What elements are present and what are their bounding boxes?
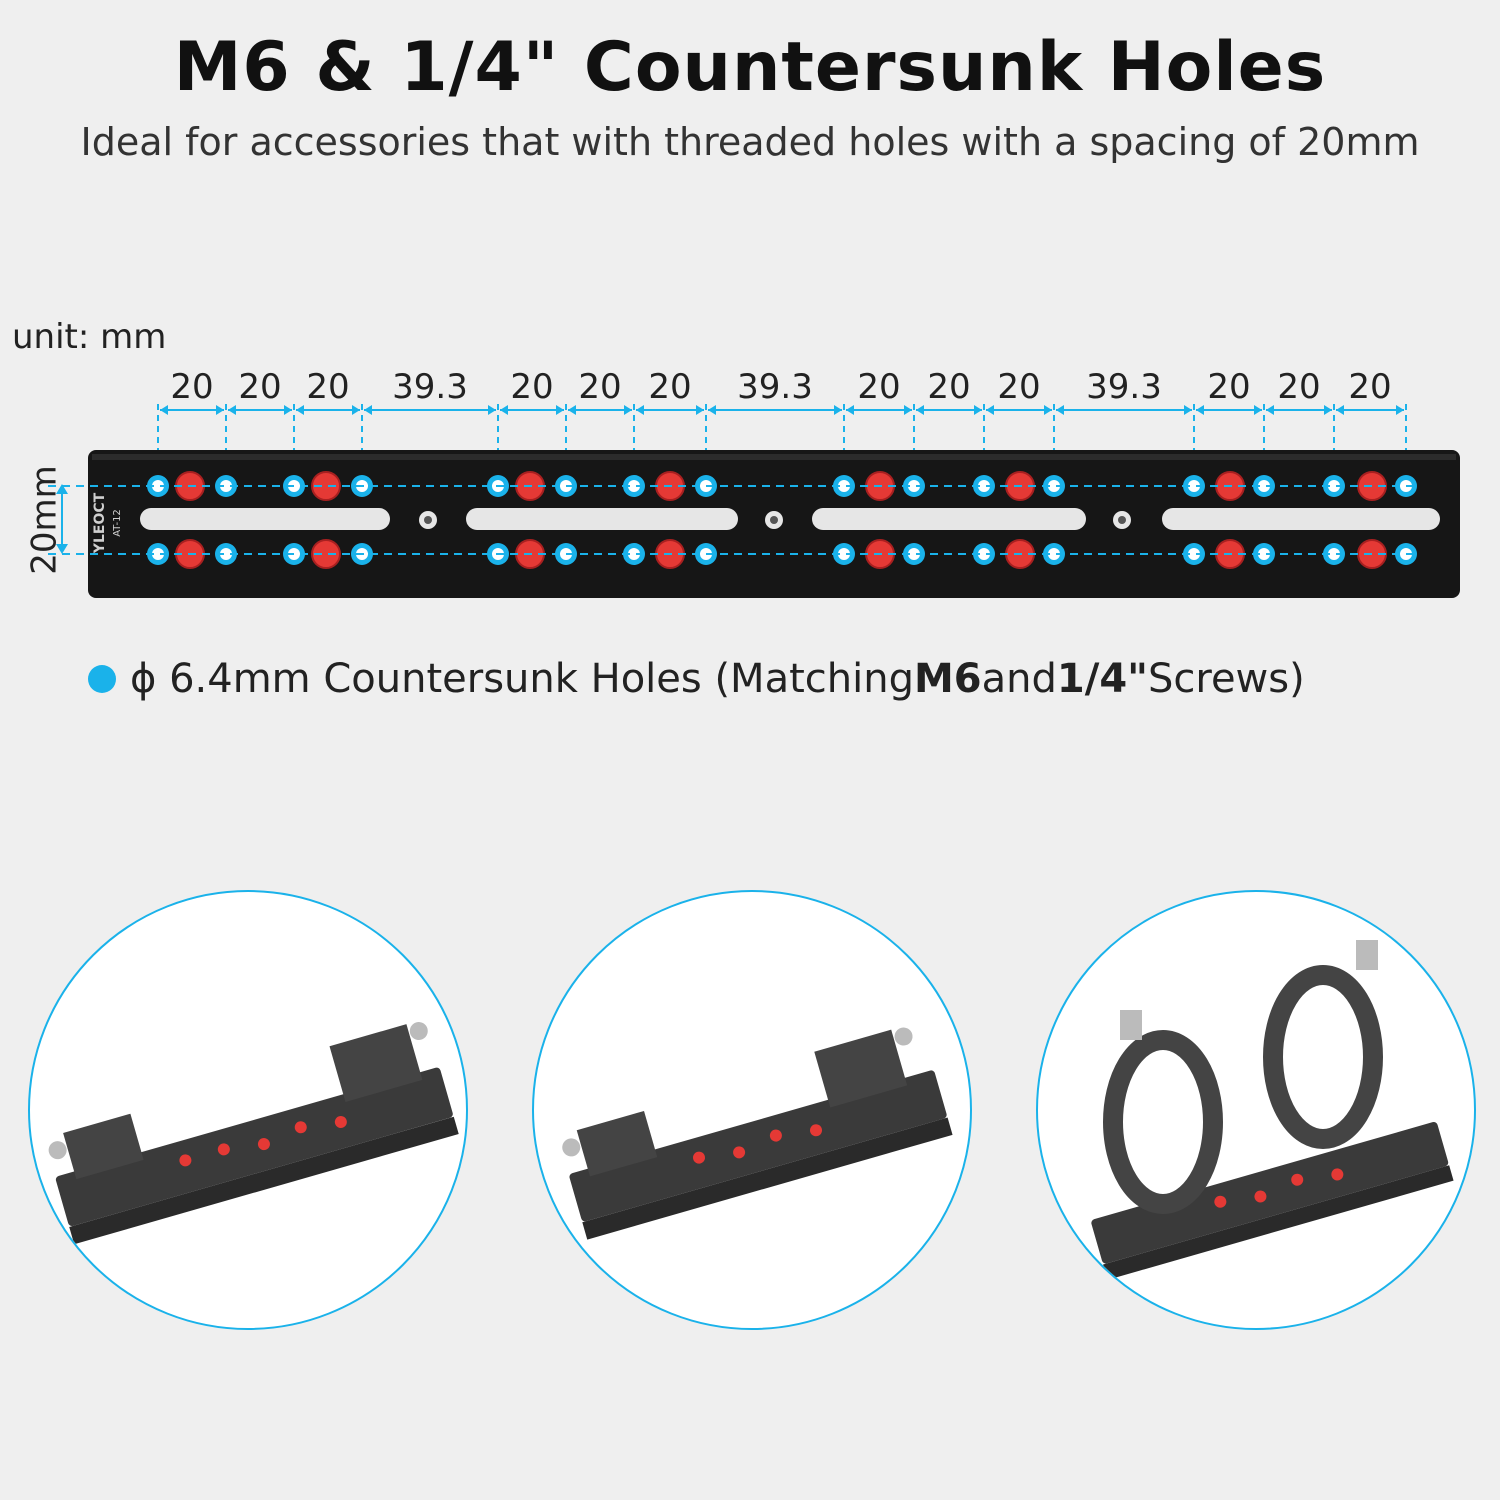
spacing-label: 20 xyxy=(1207,367,1250,407)
dimension-arrow-right xyxy=(556,405,564,415)
dimension-arrow-left xyxy=(296,405,304,415)
dimension-lines: 20 20 20 39.3 20 20 20 39.3 20 20 20 39.3 20 20 20 xyxy=(157,367,1407,486)
spacing-label: 20 xyxy=(170,367,213,407)
dimension-arrow-right xyxy=(1044,405,1052,415)
dimension-arrow-left xyxy=(228,405,236,415)
dimension-arrow-right xyxy=(488,405,496,415)
dimension-arrow-left xyxy=(916,405,924,415)
unit-label: unit: mm xyxy=(12,317,167,357)
countersunk-hole-center xyxy=(908,548,920,560)
spacing-label: 20 xyxy=(648,367,691,407)
spacing-label: 20 xyxy=(1277,367,1320,407)
center-hole-thread xyxy=(770,516,778,524)
countersunk-hole-center xyxy=(838,480,850,492)
page-subtitle: Ideal for accessories that with threaded… xyxy=(80,120,1420,164)
countersunk-hole-center xyxy=(1258,480,1270,492)
dimension-arrow-right xyxy=(216,405,224,415)
countersunk-hole-center xyxy=(978,548,990,560)
dimension-arrow-right xyxy=(1184,405,1192,415)
countersunk-hole-center xyxy=(220,480,232,492)
red-screw-rim xyxy=(311,539,341,569)
dimension-arrow-right xyxy=(834,405,842,415)
vertical-dimension: 20mm xyxy=(25,465,68,575)
legend-suffix: Screws) xyxy=(1148,656,1305,702)
countersunk-hole-center xyxy=(220,548,232,560)
holes xyxy=(147,471,1417,569)
countersunk-hole-center xyxy=(1188,548,1200,560)
countersunk-hole-center xyxy=(152,548,164,560)
rail-slot xyxy=(812,508,1086,530)
photo-rail-with-guide-rings xyxy=(1036,890,1476,1330)
dimension-arrow-right xyxy=(624,405,632,415)
red-screw xyxy=(312,540,340,568)
legend-mid: and xyxy=(981,656,1057,702)
legend: ϕ 6.4mm Countersunk Holes (Matching M6 a… xyxy=(88,656,1305,702)
vertical-dimension-label: 20mm xyxy=(25,465,65,575)
center-hole-thread xyxy=(424,516,432,524)
dimension-arrow-right xyxy=(974,405,982,415)
spacing-label: 20 xyxy=(997,367,1040,407)
countersunk-hole-center xyxy=(978,480,990,492)
photo-rail-with-clamps-alt xyxy=(532,890,972,1330)
countersunk-hole-center xyxy=(1048,480,1060,492)
countersunk-hole-center xyxy=(908,480,920,492)
countersunk-hole-center xyxy=(838,548,850,560)
countersunk-hole-center xyxy=(1048,548,1060,560)
dimension-arrow-left xyxy=(846,405,854,415)
dimension-arrow-left xyxy=(1196,405,1204,415)
dimension-arrow-right xyxy=(1254,405,1262,415)
dimension-arrow-left xyxy=(568,405,576,415)
dimension-arrow-right xyxy=(904,405,912,415)
center-hole-thread xyxy=(1118,516,1126,524)
rail-top-bevel xyxy=(92,454,1456,460)
rail-slot xyxy=(466,508,738,530)
red-screw xyxy=(312,472,340,500)
countersunk-hole-center xyxy=(152,480,164,492)
dimension-arrow-right xyxy=(696,405,704,415)
dimension-arrow-left xyxy=(500,405,508,415)
photo-rail-with-clamps xyxy=(28,890,468,1330)
red-screw-rim xyxy=(311,471,341,501)
legend-bold-m6: M6 xyxy=(913,656,982,702)
dimension-arrow-left xyxy=(1266,405,1274,415)
countersunk-hole-center xyxy=(1328,480,1340,492)
dimension-arrow-left xyxy=(364,405,372,415)
countersunk-hole-center xyxy=(1258,548,1270,560)
dimension-arrow-left xyxy=(1056,405,1064,415)
legend-bold-quarter: 1/4" xyxy=(1056,656,1148,702)
spacing-label: 39.3 xyxy=(392,367,468,407)
spacing-label: 39.3 xyxy=(1086,367,1162,407)
countersunk-hole-center xyxy=(1188,480,1200,492)
countersunk-hole-center xyxy=(628,480,640,492)
countersunk-hole-center xyxy=(628,548,640,560)
dimension-arrow-right xyxy=(1324,405,1332,415)
dimension-arrow-right xyxy=(1396,405,1404,415)
blue-dot-icon xyxy=(88,665,116,693)
page-title: M6 & 1/4" Countersunk Holes xyxy=(173,28,1327,107)
dimension-arrow-left xyxy=(160,405,168,415)
dimension-arrow-right xyxy=(284,405,292,415)
dimension-arrow-right xyxy=(352,405,360,415)
spacing-label: 20 xyxy=(510,367,553,407)
dimension-arrow-left xyxy=(636,405,644,415)
spacing-label: 20 xyxy=(306,367,349,407)
spacing-label: 39.3 xyxy=(737,367,813,407)
slots xyxy=(140,508,1440,530)
spacing-label: 20 xyxy=(578,367,621,407)
rail-slot xyxy=(140,508,390,530)
model-label: AT-12 xyxy=(112,509,123,537)
countersunk-hole-center xyxy=(1328,548,1340,560)
spacing-label: 20 xyxy=(927,367,970,407)
dovetail-rail-diagram: 20 20 20 39.3 20 20 20 39.3 20 20 20 39.3 20 20 20 YLE… xyxy=(25,367,1460,598)
dimension-arrow-left xyxy=(986,405,994,415)
guide-lines xyxy=(48,485,1420,555)
brand-label: YLEOCT xyxy=(92,492,108,554)
spacing-label: 20 xyxy=(1348,367,1391,407)
spacing-label: 20 xyxy=(238,367,281,407)
dimension-arrow-left xyxy=(1336,405,1344,415)
spacing-label: 20 xyxy=(857,367,900,407)
rail-slot xyxy=(1162,508,1440,530)
dimension-arrow-left xyxy=(708,405,716,415)
legend-prefix: ϕ 6.4mm Countersunk Holes (Matching xyxy=(130,656,914,702)
